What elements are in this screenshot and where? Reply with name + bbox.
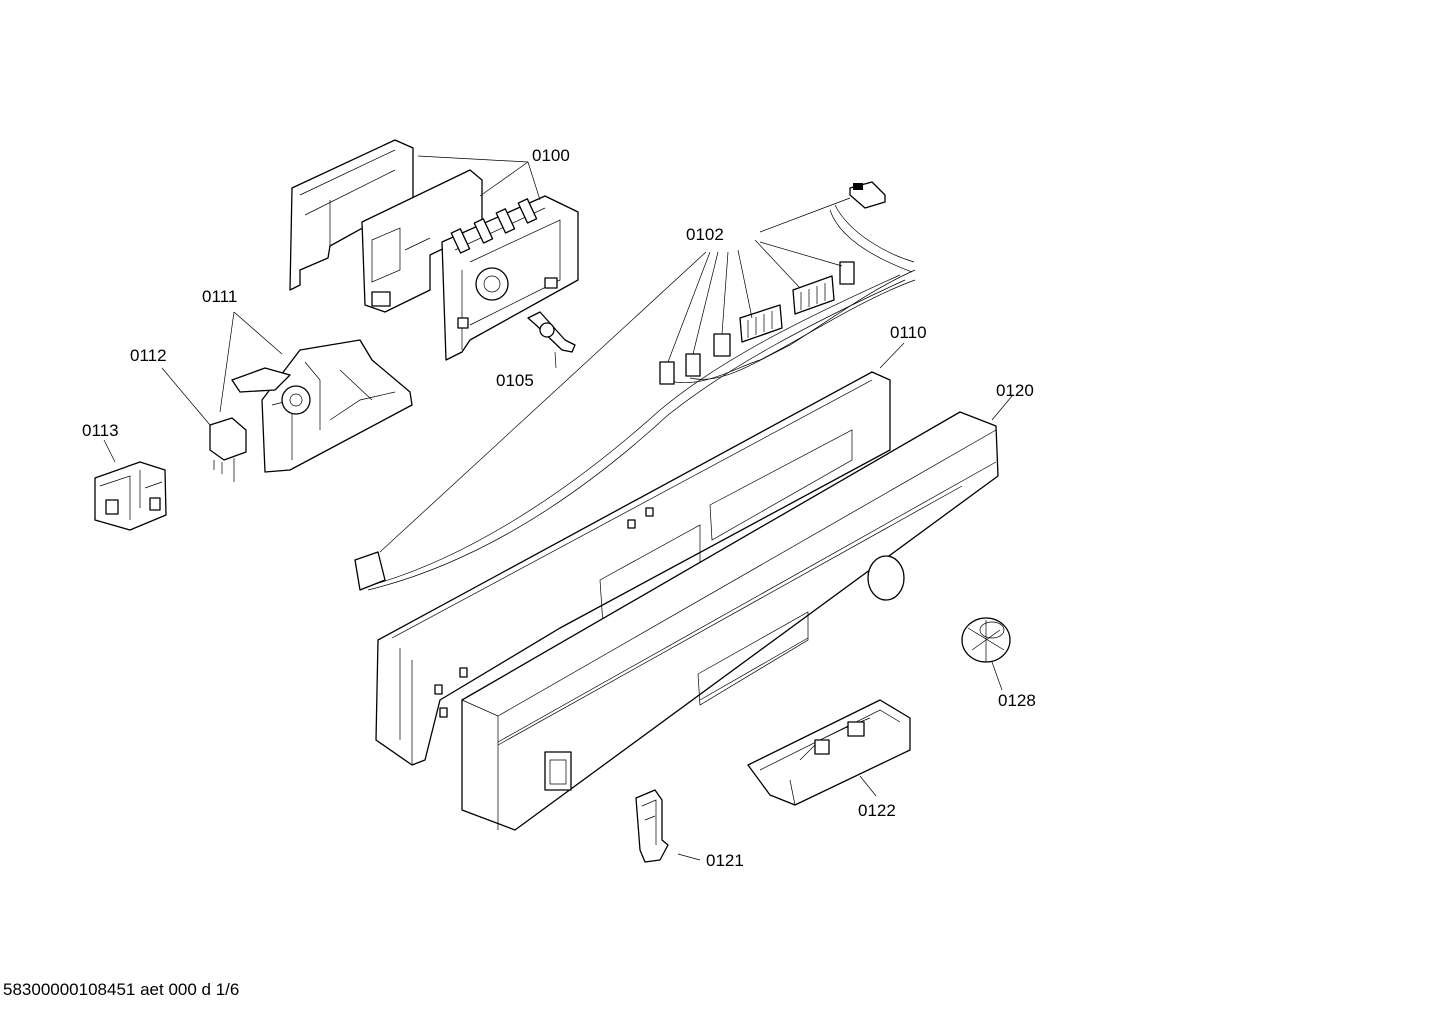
label-0100: 0100 bbox=[532, 146, 570, 165]
leader-0102 bbox=[379, 197, 851, 553]
leader-0113 bbox=[103, 439, 116, 463]
part-0120-front-fascia bbox=[461, 411, 999, 831]
part-0110-inner-frame bbox=[375, 371, 891, 766]
part-0100-control-module bbox=[289, 139, 579, 361]
leader-0111 bbox=[219, 311, 283, 413]
part-0102-wiring-harness bbox=[354, 181, 916, 591]
leader-0120 bbox=[991, 395, 1013, 421]
part-0113-switch-block bbox=[94, 461, 167, 531]
part-0128-knob bbox=[961, 617, 1011, 663]
label-0122: 0122 bbox=[858, 801, 896, 820]
leader-0100 bbox=[417, 155, 541, 201]
leader-0110 bbox=[879, 342, 905, 369]
leader-0128 bbox=[991, 661, 1003, 691]
label-0102: 0102 bbox=[686, 225, 724, 244]
part-0111-motor-unit bbox=[231, 339, 413, 473]
document-id: 58300000108451 aet 000 d 1/6 bbox=[3, 980, 240, 999]
part-0105-sensor bbox=[527, 311, 576, 369]
label-0113: 0113 bbox=[82, 421, 119, 440]
label-0111: 0111 bbox=[202, 287, 237, 306]
leader-0112 bbox=[161, 367, 211, 426]
label-0121: 0121 bbox=[706, 851, 744, 870]
label-0105: 0105 bbox=[496, 371, 534, 390]
part-0121-latch bbox=[635, 789, 669, 863]
leader-0122 bbox=[859, 775, 877, 797]
label-0112: 0112 bbox=[130, 346, 167, 365]
label-0128: 0128 bbox=[998, 691, 1036, 710]
part-0122-handle-cover bbox=[747, 699, 911, 806]
leader-0121 bbox=[677, 853, 701, 861]
part-0112-filter bbox=[209, 417, 247, 482]
label-0110: 0110 bbox=[890, 323, 927, 342]
label-0120: 0120 bbox=[996, 381, 1034, 400]
